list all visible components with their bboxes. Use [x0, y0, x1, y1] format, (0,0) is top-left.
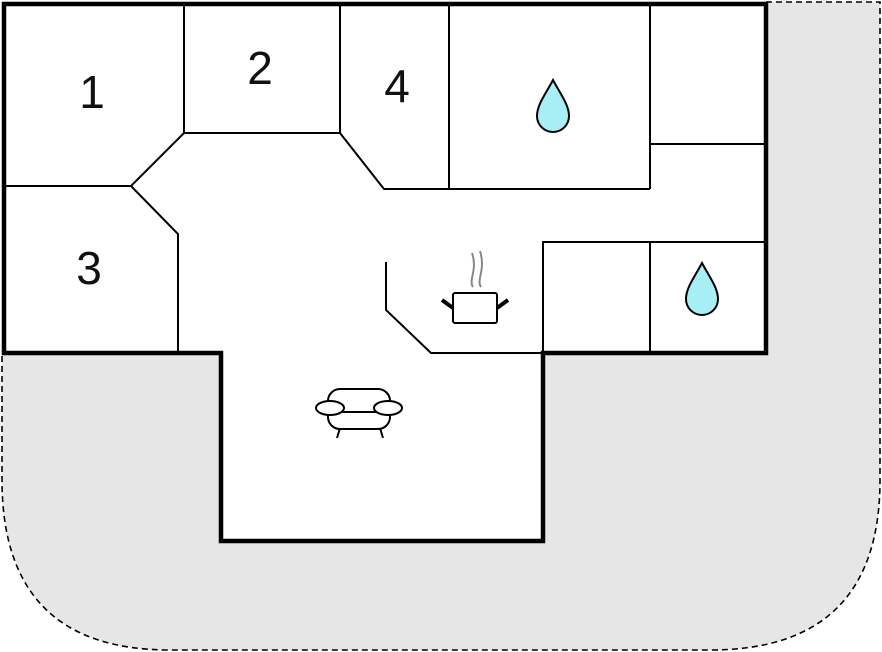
cooking-pot-icon	[440, 250, 510, 324]
room-4-label: 4	[384, 60, 410, 112]
room-3-label: 3	[76, 242, 102, 294]
room-1-label: 1	[79, 66, 105, 118]
exterior-walls	[1, 1, 769, 544]
sofa-icon	[315, 388, 403, 439]
water-drop-icon	[684, 260, 720, 316]
water-drop-icon	[535, 77, 571, 133]
room-2-label: 2	[247, 42, 273, 94]
interior-walls	[4, 4, 766, 354]
